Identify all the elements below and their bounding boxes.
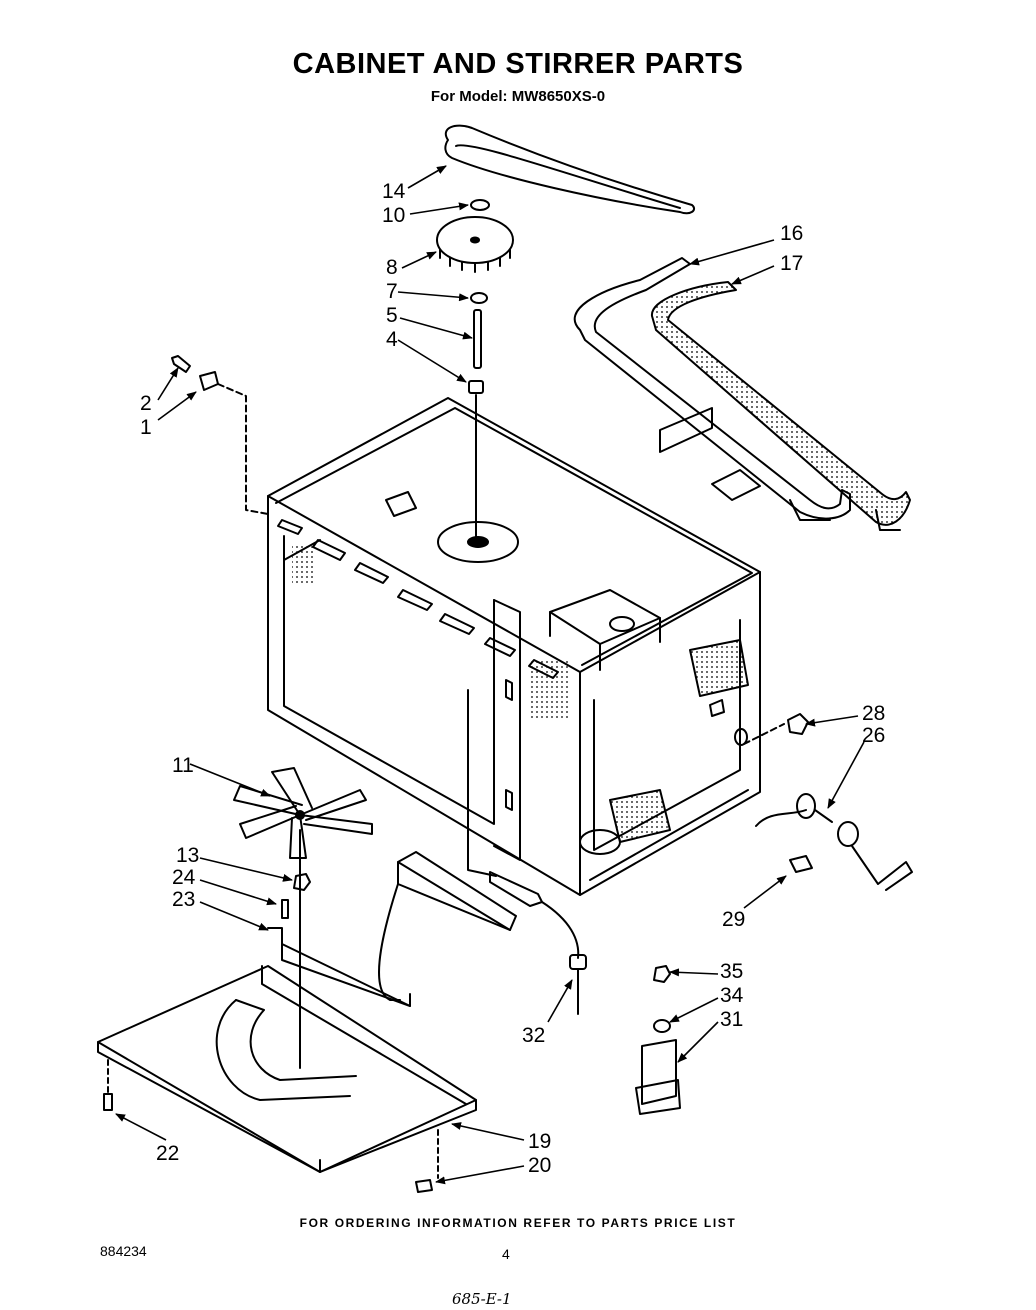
bracket-31-part	[635, 1039, 681, 1115]
stirrer-shaft-part	[473, 309, 482, 369]
callout-7: 7	[386, 280, 398, 303]
hex-nut-part	[293, 873, 311, 891]
model-subtitle: For Model: MW8650XS-0	[430, 88, 606, 105]
cabinet-wrapper	[267, 394, 761, 896]
ordering-info-note: FOR ORDERING INFORMATION REFER TO PARTS …	[299, 1216, 737, 1230]
plug-part	[789, 855, 813, 873]
callout-1: 1	[140, 416, 152, 439]
callout-leaders	[115, 165, 865, 1185]
stirrer-cover-part	[573, 257, 851, 521]
callout-2: 2	[140, 392, 152, 415]
callout-34: 34	[720, 984, 744, 1007]
stirrer-blade-part	[233, 767, 373, 859]
callout-24: 24	[172, 866, 196, 889]
callout-22: 22	[156, 1142, 179, 1165]
retaining-ring-part	[470, 199, 490, 211]
choke-gasket-part	[651, 281, 911, 531]
callout-17: 17	[780, 252, 803, 275]
air-guide-part	[267, 851, 517, 1007]
page-number: 4	[502, 1246, 510, 1262]
page-title: CABINET AND STIRRER PARTS	[292, 48, 744, 80]
callout-28: 28	[862, 702, 885, 725]
bracket-part	[199, 371, 219, 391]
callout-11: 11	[172, 754, 194, 777]
washer-part	[470, 292, 488, 304]
nut-35-part	[653, 965, 671, 983]
document-number: 884234	[100, 1243, 147, 1259]
stirrer-screw-part	[281, 899, 289, 919]
screw-part	[171, 355, 191, 373]
callout-23: 23	[172, 888, 195, 911]
callout-31: 31	[720, 1008, 743, 1031]
callout-13: 13	[176, 844, 199, 867]
callout-20: 20	[528, 1154, 551, 1177]
stirrer-belt-part	[444, 124, 696, 215]
handwritten-note: 685-E-1	[452, 1290, 512, 1308]
callout-5: 5	[386, 304, 398, 327]
base-plate-part	[97, 965, 477, 1173]
screw-22-part	[103, 1093, 113, 1111]
screw-20-part	[415, 1179, 433, 1193]
callout-32: 32	[522, 1024, 545, 1047]
callout-labels: 14 10 8 7 5 4 2 1 16 17 28 26 11 13 24 2…	[140, 180, 885, 1177]
callout-29: 29	[722, 908, 745, 931]
callout-26: 26	[862, 724, 885, 747]
callout-8: 8	[386, 256, 398, 279]
washer-34-part	[653, 1019, 671, 1033]
grommet-part	[787, 713, 809, 735]
callout-35: 35	[720, 960, 743, 983]
thermal-cutout-lead-part	[467, 689, 587, 1015]
bushing-part	[468, 380, 484, 394]
callout-10: 10	[382, 204, 405, 227]
callout-14: 14	[382, 180, 406, 203]
power-cord-part	[755, 793, 913, 891]
callout-16: 16	[780, 222, 803, 245]
stirrer-pulley-part	[436, 216, 514, 273]
callout-4: 4	[386, 328, 398, 351]
callout-19: 19	[528, 1130, 551, 1153]
